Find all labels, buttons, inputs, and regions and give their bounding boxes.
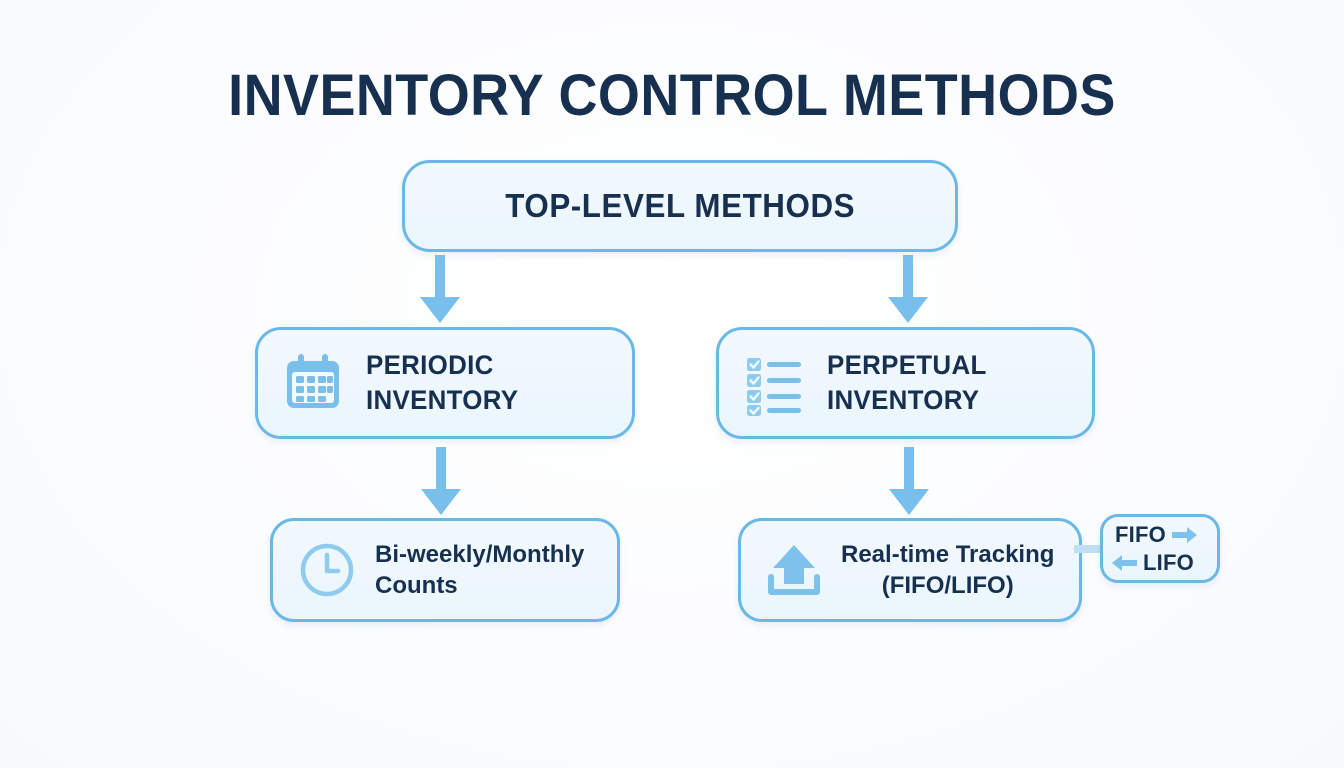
- line-connector-tracking-to-badge: [1074, 545, 1106, 553]
- node-tracking-line1: Real-time Tracking: [841, 540, 1055, 568]
- node-realtime-tracking[interactable]: Real-time Tracking (FIFO/LIFO): [738, 518, 1082, 622]
- checklist-icon: [747, 358, 801, 416]
- arrow-shaft: [903, 255, 913, 297]
- node-top-level-methods[interactable]: TOP-LEVEL METHODS: [402, 160, 958, 252]
- arrow-head: [420, 297, 460, 323]
- node-perpetual-inventory-line1: PERPETUAL: [827, 350, 987, 381]
- node-tracking-line2: (FIFO/LIFO): [881, 572, 1014, 599]
- node-fifo-lifo-badge[interactable]: FIFO LIFO: [1100, 514, 1220, 583]
- arrow-down-icon-periodic-to-counts: [421, 447, 461, 515]
- page-title: INVENTORY CONTROL METHODS: [228, 63, 1116, 128]
- node-biweekly-monthly-counts-label: Bi-weekly/Monthly Counts: [375, 539, 584, 601]
- node-counts-line2: Counts: [375, 572, 458, 599]
- node-realtime-tracking-label: Real-time Tracking (FIFO/LIFO): [841, 539, 1054, 601]
- badge-row-lifo: LIFO: [1111, 549, 1209, 576]
- arrow-shaft: [435, 255, 445, 297]
- arrow-shaft: [436, 447, 446, 489]
- badge-fifo-label: FIFO: [1115, 521, 1166, 547]
- node-counts-line1: Bi-weekly/Monthly: [375, 540, 585, 568]
- badge-lifo-label: LIFO: [1143, 549, 1194, 575]
- node-periodic-inventory-line2: INVENTORY: [366, 385, 519, 415]
- node-top-level-methods-label: TOP-LEVEL METHODS: [505, 187, 855, 224]
- clock-icon: [300, 543, 354, 597]
- node-perpetual-inventory-label: PERPETUAL INVENTORY: [827, 348, 987, 417]
- arrow-head: [888, 297, 928, 323]
- node-perpetual-inventory[interactable]: PERPETUAL INVENTORY: [716, 327, 1095, 439]
- calendar-icon: [287, 354, 339, 408]
- arrow-head: [889, 489, 929, 515]
- arrow-head: [421, 489, 461, 515]
- arrow-down-icon-top-to-perpetual: [888, 255, 928, 323]
- arrow-down-icon-top-to-periodic: [420, 255, 460, 323]
- node-biweekly-monthly-counts[interactable]: Bi-weekly/Monthly Counts: [270, 518, 620, 622]
- node-periodic-inventory-label: PERIODIC INVENTORY: [366, 348, 518, 417]
- node-periodic-inventory-line1: PERIODIC: [366, 350, 494, 381]
- arrow-left-icon: [1112, 554, 1137, 571]
- badge-row-fifo: FIFO: [1111, 521, 1209, 548]
- node-perpetual-inventory-line2: INVENTORY: [827, 385, 980, 415]
- node-periodic-inventory[interactable]: PERIODIC INVENTORY: [255, 327, 635, 439]
- arrow-shaft: [904, 447, 914, 489]
- upload-icon: [768, 545, 820, 595]
- arrow-down-icon-perpetual-to-tracking: [889, 447, 929, 515]
- arrow-right-icon: [1171, 526, 1197, 543]
